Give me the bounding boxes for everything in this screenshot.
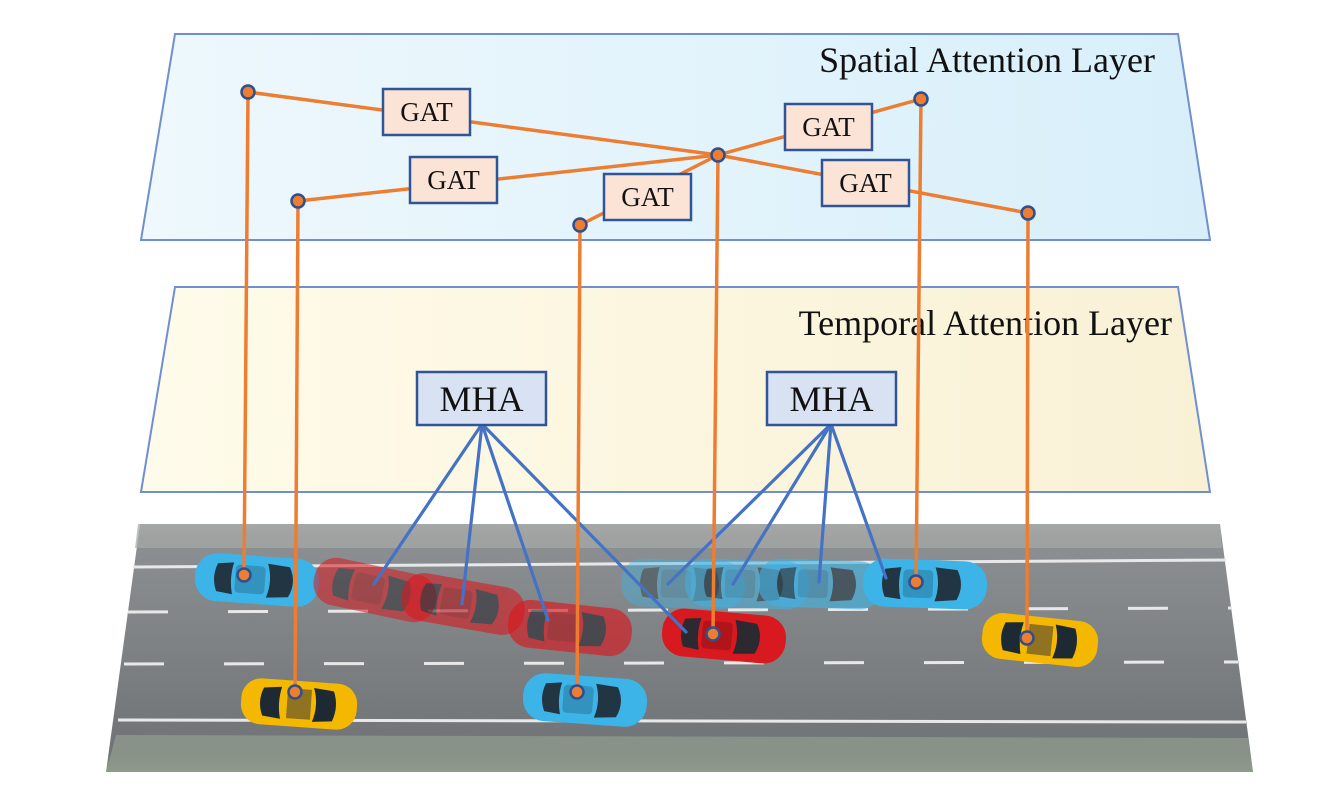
vehicle-blue-2 bbox=[521, 671, 649, 729]
graph-node bbox=[1020, 205, 1036, 221]
vehicle-node bbox=[908, 574, 924, 590]
vehicle-node bbox=[569, 684, 585, 700]
gat-label: GAT bbox=[621, 182, 674, 212]
gat-box: GAT bbox=[783, 102, 874, 152]
gat-label: GAT bbox=[400, 97, 453, 127]
vehicle-node bbox=[1019, 630, 1035, 646]
road-shoulder-top bbox=[135, 524, 1222, 548]
graph-edge bbox=[246, 90, 720, 157]
projection-line bbox=[711, 153, 720, 636]
temporal-layer-title: Temporal Attention Layer bbox=[799, 303, 1172, 343]
mha-link bbox=[480, 422, 550, 622]
mha-box: MHA bbox=[415, 370, 548, 427]
gat-label: GAT bbox=[427, 165, 480, 195]
temporal-attention-links bbox=[372, 422, 888, 634]
graph-node bbox=[913, 91, 929, 107]
graph-node bbox=[572, 217, 588, 233]
gat-box: GAT bbox=[408, 155, 499, 205]
mha-label: MHA bbox=[789, 379, 873, 419]
mha-link bbox=[480, 422, 688, 634]
projection-line bbox=[914, 97, 923, 584]
gat-box: GAT bbox=[602, 172, 693, 222]
projection-line bbox=[575, 223, 582, 694]
temporal-attention-layer: Temporal Attention Layer bbox=[139, 286, 1212, 493]
projection-line bbox=[1025, 211, 1030, 640]
lane-marking-1 bbox=[127, 606, 1233, 614]
vehicle-blue-1 bbox=[193, 551, 321, 609]
projection-line bbox=[293, 199, 300, 694]
graph-edge bbox=[296, 153, 720, 203]
mha-link bbox=[817, 422, 833, 584]
mha-label: MHA bbox=[439, 379, 523, 419]
projection-line bbox=[242, 90, 250, 577]
mha-link bbox=[460, 422, 484, 606]
graph-node-center bbox=[710, 147, 726, 163]
mha-link bbox=[372, 422, 484, 586]
vehicle-node bbox=[236, 567, 252, 583]
mha-link bbox=[731, 422, 833, 586]
vehicle-node bbox=[287, 684, 303, 700]
mha-boxes: MHA MHA bbox=[415, 370, 898, 427]
gat-label: GAT bbox=[802, 112, 855, 142]
temporal-plane bbox=[139, 286, 1212, 493]
vehicle-yellow-1 bbox=[239, 677, 359, 731]
gat-box: GAT bbox=[381, 87, 472, 137]
mha-link bbox=[666, 422, 833, 586]
vehicle-nodes bbox=[236, 567, 1035, 700]
vehicle-projections bbox=[242, 90, 1030, 694]
mha-box: MHA bbox=[765, 370, 898, 427]
spatial-layer-title: Spatial Attention Layer bbox=[819, 40, 1155, 80]
gat-boxes: GAT GAT GAT GAT GAT bbox=[381, 87, 911, 222]
vehicle-node bbox=[705, 626, 721, 642]
mha-link bbox=[829, 422, 888, 580]
graph-node bbox=[290, 193, 306, 209]
graph-node bbox=[240, 84, 256, 100]
road-verge-bottom bbox=[106, 735, 1253, 772]
gat-label: GAT bbox=[839, 168, 892, 198]
gat-box: GAT bbox=[820, 158, 911, 208]
spatial-graph-nodes bbox=[240, 84, 1036, 233]
